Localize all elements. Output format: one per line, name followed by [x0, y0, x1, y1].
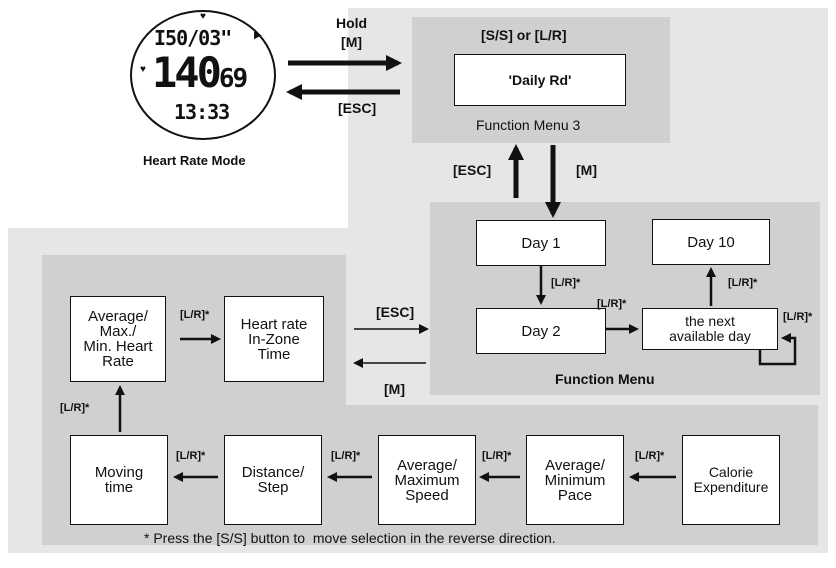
- arrow-loop: [760, 338, 795, 364]
